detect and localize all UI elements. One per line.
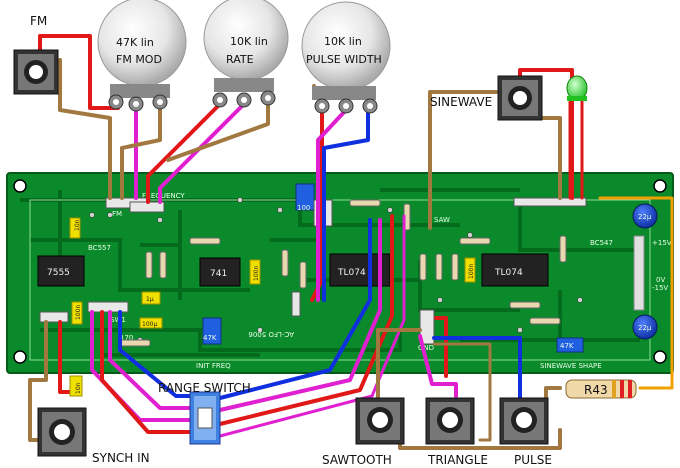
- pot-pulse-width[interactable]: 10K lin PULSE WIDTH: [301, 1, 391, 114]
- pot-rate[interactable]: 10K lin RATE: [203, 0, 289, 108]
- ic-7555: 7555: [37, 255, 85, 287]
- cap-100n-c: 100n: [468, 264, 475, 279]
- label-pin-gnd: GND: [418, 344, 434, 352]
- label-synch-in: SYNCH IN: [92, 451, 150, 465]
- cap-22u-top: 22µ: [632, 203, 658, 229]
- label-sinewave: SINEWAVE: [430, 95, 492, 109]
- synch-cap-10n: 10n: [69, 375, 83, 397]
- pcb-pads: [89, 197, 583, 343]
- jack-pulse[interactable]: [499, 397, 549, 445]
- cap-10n-a: 10n: [74, 219, 81, 231]
- label-fm: FM: [30, 14, 47, 28]
- trim-47k-a: 47K: [203, 334, 217, 342]
- label-pwr-0v: 0V: [656, 276, 665, 284]
- trimmer-init-freq: 47K: [202, 317, 222, 345]
- pot-fm-mod[interactable]: 47K lin FM MOD: [97, 0, 187, 112]
- label-pin-frequency: FREQUENCY: [142, 192, 185, 200]
- trim-100: 100: [297, 204, 310, 212]
- pcb-headers: [39, 197, 587, 345]
- pot-pw-value: 10K lin: [324, 35, 362, 48]
- cap-1u: 1µ: [146, 296, 154, 303]
- cap-100n-a: 100n: [75, 305, 82, 320]
- yellow-capacitors: 10n 100n 100n 100n 1µ 100µ: [69, 217, 476, 329]
- trimmer-sinewave-shape: 47K: [556, 337, 584, 353]
- pot-fm-mod-value: 47K lin: [116, 36, 154, 49]
- cap-100u: 100µ: [142, 321, 157, 328]
- pot-pw-name: PULSE WIDTH: [306, 53, 382, 66]
- label-pwr-neg: -15V: [652, 284, 668, 292]
- ic-741: 741: [199, 257, 241, 287]
- pot-fm-mod-name: FM MOD: [116, 53, 162, 66]
- led-indicator: [566, 75, 588, 101]
- label-res-170: 170: [120, 334, 133, 342]
- cap-100n-b: 100n: [253, 266, 260, 281]
- label-range-switch: RANGE SWITCH: [158, 381, 251, 395]
- label-pwr-pos: +15V: [652, 239, 672, 247]
- jack-sinewave[interactable]: [497, 75, 543, 121]
- chip-label-7555: 7555: [47, 268, 70, 278]
- chip-label-tl074-b: TL074: [494, 268, 523, 278]
- label-sawtooth: SAWTOOTH: [322, 453, 392, 467]
- cap-22u-bottom: 22µ: [632, 314, 658, 340]
- pot-rate-value: 10K lin: [230, 35, 268, 48]
- label-pin-fm: FM: [112, 210, 122, 218]
- cap-22u-a: 22µ: [638, 213, 652, 221]
- trim-47k-b: 47K: [560, 342, 574, 350]
- chip-label-741: 741: [210, 269, 227, 279]
- label-pin-saw: SAW: [434, 216, 450, 224]
- label-pin-sw1: SW1: [110, 316, 126, 324]
- pot-rate-name: RATE: [226, 53, 254, 66]
- resistor-r43: R43: [565, 379, 637, 399]
- jack-fm[interactable]: [13, 49, 59, 95]
- ic-tl074-b: TL074: [481, 253, 549, 287]
- jack-synch-in[interactable]: [37, 407, 87, 457]
- jack-triangle[interactable]: [425, 397, 475, 445]
- cap-22u-b: 22µ: [638, 324, 652, 332]
- label-board-code: AC-LFO 5006: [248, 330, 294, 338]
- range-switch[interactable]: [189, 391, 221, 445]
- chip-label-tl074-a: TL074: [337, 268, 366, 278]
- jack-sawtooth[interactable]: [355, 397, 405, 445]
- label-sinewave-shape: SINEWAVE SHAPE: [540, 362, 602, 370]
- trimmer-100: 100: [295, 183, 315, 212]
- r43-label: R43: [584, 383, 608, 397]
- cap-10n-b: 10n: [75, 382, 82, 394]
- label-init-freq: INIT FREQ: [196, 362, 231, 370]
- label-bc557: BC557: [88, 244, 111, 252]
- label-bc547: BC547: [590, 239, 613, 247]
- label-triangle: TRIANGLE: [427, 453, 488, 467]
- resistors: [119, 199, 567, 347]
- power-header: [633, 235, 645, 311]
- mounting-holes: [13, 179, 667, 364]
- label-pulse: PULSE: [514, 453, 552, 467]
